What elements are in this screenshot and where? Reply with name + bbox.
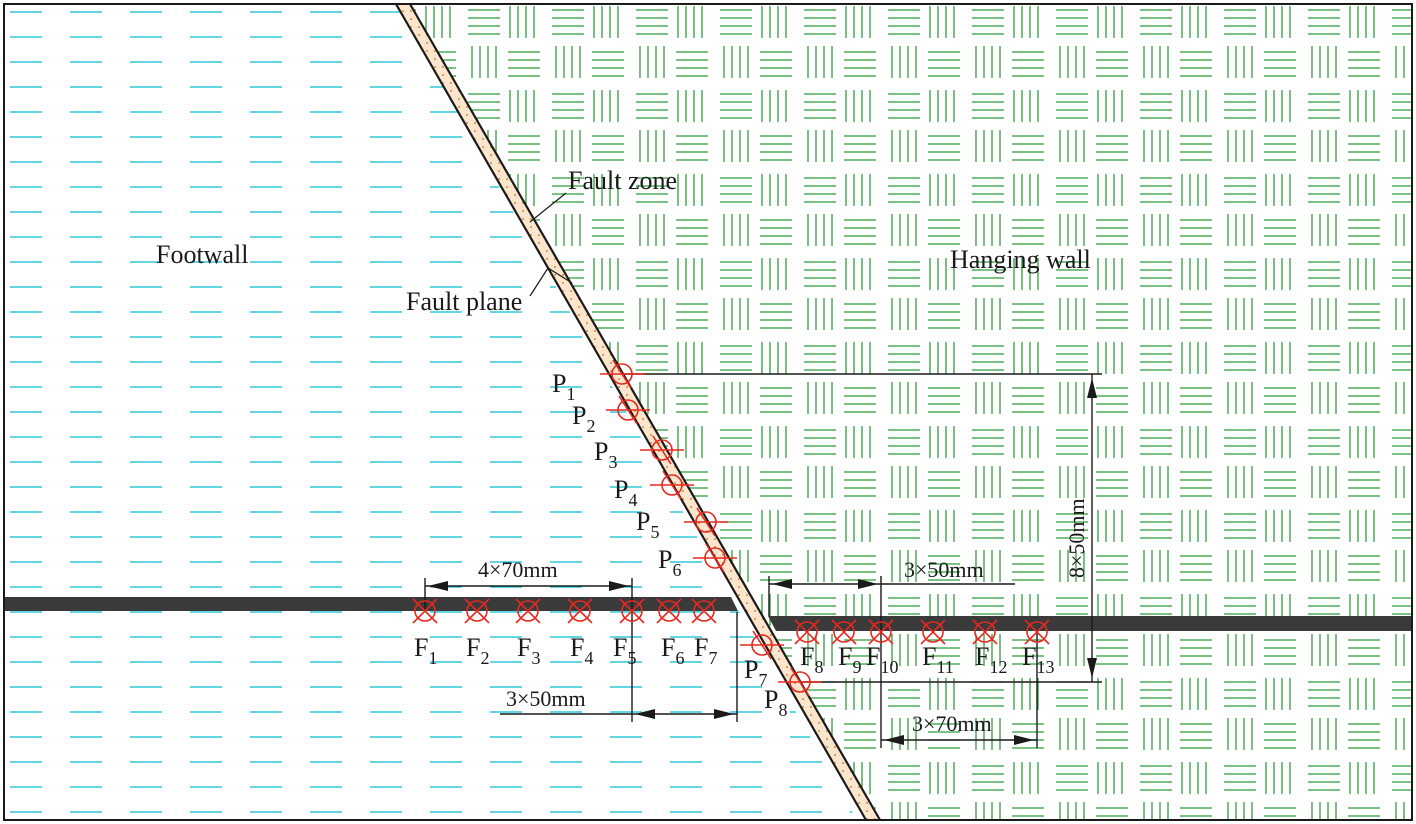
seam-point-f4-marker [567,598,593,624]
fault-zone-leader [529,192,567,223]
seam-point-f7-marker [691,598,717,624]
dim-f-left-spacing [424,578,633,722]
fault-point-p8-label: P8 [764,685,787,720]
dim-f-right-arrow-l [884,735,904,745]
fault-point-p7-marker [740,630,784,660]
seam-point-f2-marker [464,598,490,624]
dim-f-right-inner-arrow-r [858,579,878,589]
seam-point-f12-label: F12 [975,642,1007,677]
seam-point-f7-label: F7 [694,633,717,668]
dim-f-right-spacing [880,632,1038,748]
seam-point-f3-marker [515,598,541,624]
dim-f-right-arrow-r [1014,735,1034,745]
seam-point-f13-marker [1024,619,1050,645]
fault-point-p6-marker [693,543,737,573]
fault-point-p1-marker [600,359,644,389]
seam-point-f13-label: F13 [1022,642,1054,677]
fault-point-p3-marker [640,435,684,465]
seam-point-f11-label: F11 [922,642,954,677]
dim-p-spacing [622,373,1102,683]
seam-point-f4-label: F4 [570,633,593,668]
seam-point-f10-marker [868,619,894,645]
fault-zone-left-edge [395,3,867,821]
fault-point-p3-label: P3 [594,437,617,472]
fault-point-p5-marker [684,507,728,537]
dim-f-left-arrow-l [428,581,448,591]
dim-f-left-spacing-label: 4×70mm [478,557,558,582]
seam-point-f6-marker [656,598,682,624]
fault-plane-label: Fault plane [406,287,522,316]
fault-point-p2-marker [606,395,650,425]
dim-p-arrow-bottom [1087,658,1097,678]
seam-point-f1-label: F1 [414,633,437,668]
dim-f-right-inner-label: 3×50mm [904,557,984,582]
fault-point-p4-label: P4 [614,475,637,510]
seam-point-f9-marker [831,619,857,645]
fault-plane-leader [529,267,573,297]
dim-p-arrow-top [1087,378,1097,398]
fault-point-p4-marker [650,470,694,500]
footwall-region [4,4,857,820]
fault-point-p1-label: P1 [552,369,575,404]
dim-f-right-inner [768,576,1015,682]
dim-f-right-spacing-label: 3×70mm [912,711,992,736]
footwall-label: Footwall [156,240,248,269]
seam-point-f5-marker [619,598,645,624]
coal-seam-hanging-wall [768,616,1412,631]
seam-point-f8-marker [794,619,820,645]
coal-seam-footwall [4,597,738,611]
seam-point-f12-marker [972,619,998,645]
dim-f-left-arrow-r [609,581,629,591]
seam-point-f9-label: F9 [838,642,861,677]
dim-f-left-inner-label: 3×50mm [506,686,586,711]
fault-point-p8-marker [778,667,822,697]
fault-point-p7-label: P7 [744,655,767,690]
fault-zone-label: Fault zone [568,166,677,195]
outer-frame [3,3,1413,821]
fault-point-p6-label: P6 [658,545,681,580]
fault-point-p5-label: P5 [636,507,659,542]
seam-point-f3-label: F3 [517,633,540,668]
dim-f-right-inner-arrow-l [772,579,792,589]
dim-p-spacing-label: 8×50mm [1064,498,1089,578]
fault-point-p2-label: P2 [572,401,595,436]
seam-point-f1-marker [412,598,438,624]
seam-point-f11-marker [920,619,946,645]
seam-point-f5-label: F5 [613,633,636,668]
dim-f-left-inner-arrow-r [714,709,734,719]
seam-point-f2-label: F2 [466,633,489,668]
dim-f-left-inner-arrow-l [635,709,655,719]
hanging-wall-label: Hanging wall [950,245,1091,274]
seam-point-f6-label: F6 [661,633,684,668]
seam-point-f10-label: F10 [866,642,898,677]
dim-f-left-inner [500,612,738,722]
seam-point-f8-label: F8 [800,642,823,677]
